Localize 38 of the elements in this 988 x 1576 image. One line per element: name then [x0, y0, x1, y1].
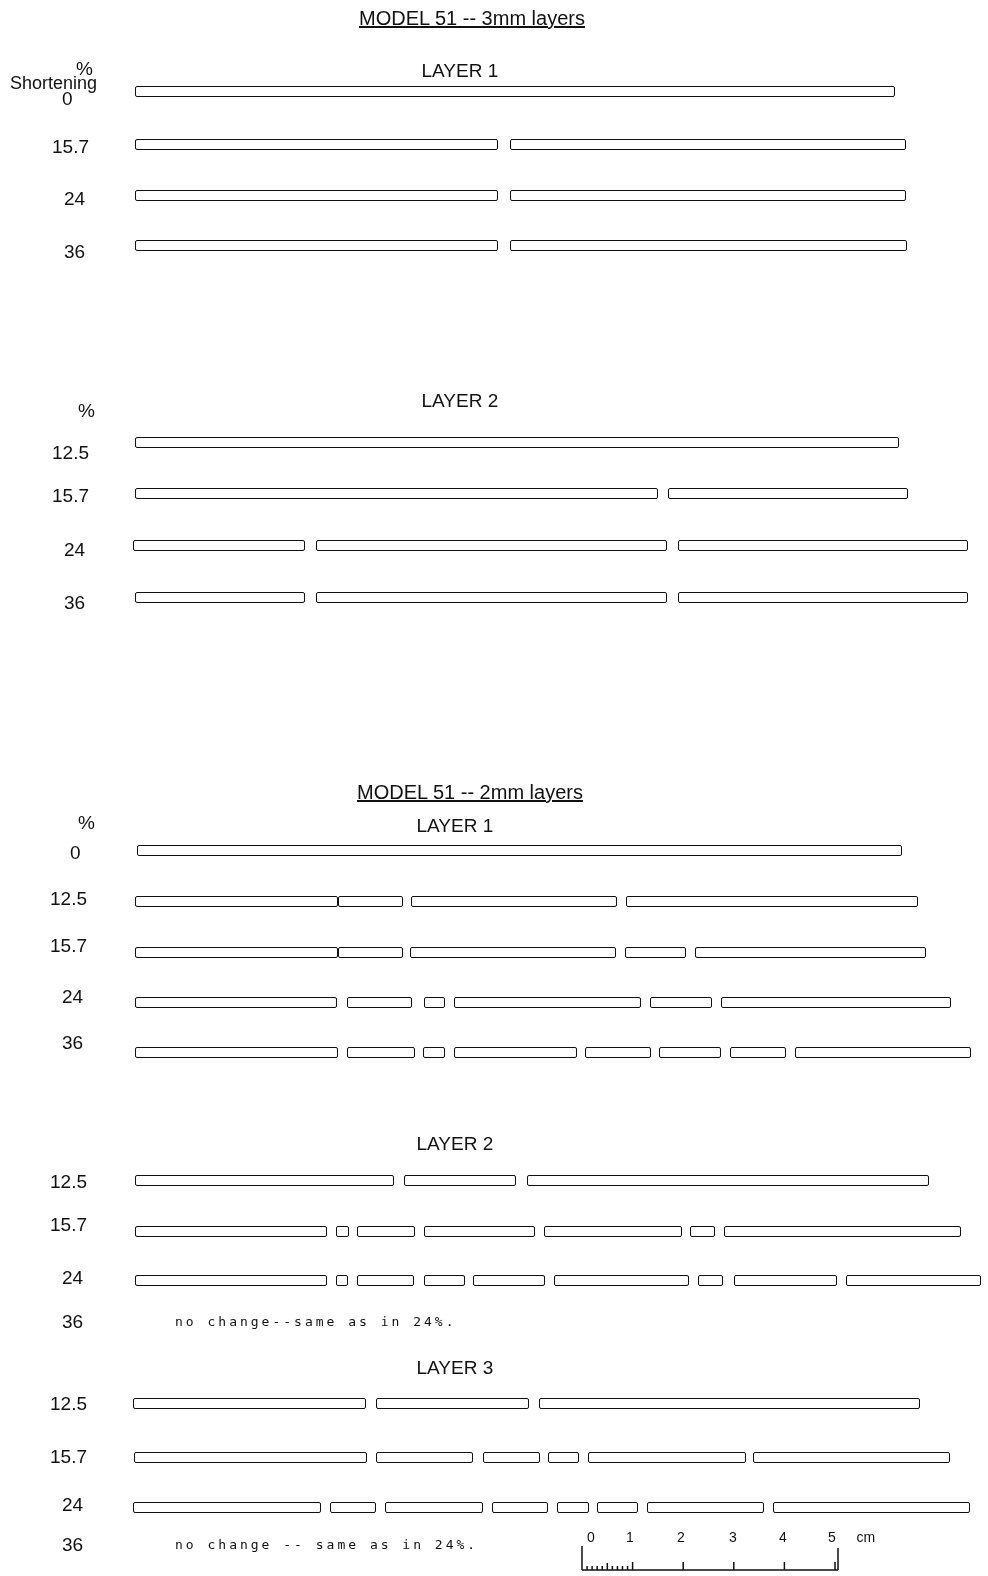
- shortening-value: 15.7: [52, 485, 89, 505]
- shortening-value: 24: [62, 1494, 84, 1514]
- layer-heading: LAYER 2: [416, 1133, 494, 1153]
- shortening-value: 12.5: [52, 442, 89, 462]
- shortening-value: 15.7: [50, 1446, 87, 1466]
- scale-label: 3: [729, 1530, 737, 1544]
- scale-label: 4: [779, 1530, 787, 1544]
- unit-label: %: [78, 400, 95, 420]
- layer-heading: LAYER 2: [421, 390, 499, 410]
- shortening-value: 15.7: [52, 136, 89, 156]
- shortening-value: 36: [62, 1032, 84, 1052]
- scale-label: 0: [587, 1530, 595, 1544]
- shortening-value: 15.7: [50, 1214, 87, 1234]
- scale-label: 5: [828, 1530, 836, 1544]
- shortening-value: 12.5: [50, 888, 87, 908]
- shortening-value: 36: [64, 592, 86, 612]
- shortening-value: 24: [62, 1267, 84, 1287]
- layer-heading: LAYER 1: [416, 815, 494, 835]
- section-heading: MODEL 51 -- 3mm layers: [359, 8, 585, 28]
- shortening-value: 24: [64, 188, 86, 208]
- layer-heading: LAYER 3: [416, 1357, 494, 1377]
- shortening-value: 15.7: [50, 935, 87, 955]
- scale-label: 2: [677, 1530, 685, 1544]
- shortening-value: 36: [62, 1534, 84, 1554]
- shortening-value: 12.5: [50, 1393, 87, 1413]
- section-heading: MODEL 51 -- 2mm layers: [357, 782, 583, 802]
- note-text: no change -- same as in 24%.: [175, 1537, 479, 1551]
- shortening-value: 0: [70, 842, 81, 862]
- shortening-value: 36: [62, 1311, 84, 1331]
- layer-heading: LAYER 1: [421, 60, 499, 80]
- shortening-value: 12.5: [50, 1171, 87, 1191]
- note-text: no change--same as in 24%.: [175, 1314, 457, 1328]
- shortening-value: 36: [64, 241, 86, 261]
- shortening-value: 24: [62, 986, 84, 1006]
- scale-label: 1: [626, 1530, 634, 1544]
- unit-label: %: [78, 812, 95, 832]
- shortening-value: 24: [64, 539, 86, 559]
- scale-label: cm: [856, 1530, 876, 1544]
